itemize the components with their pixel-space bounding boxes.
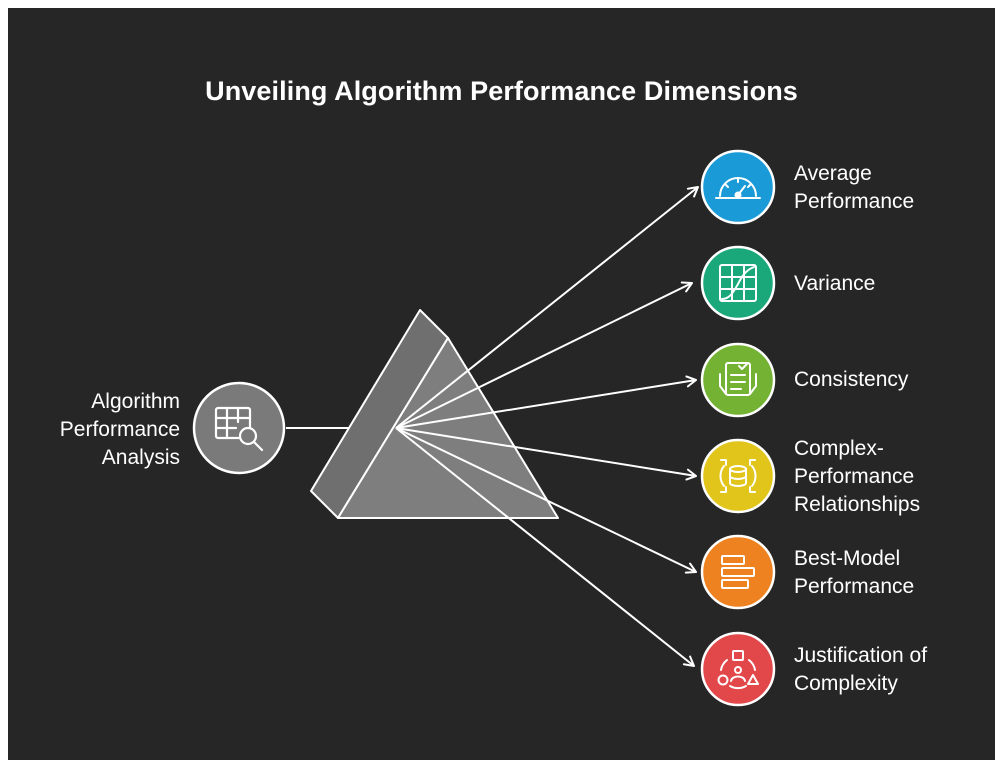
output-circle-average xyxy=(700,149,776,225)
output-ray-variance xyxy=(395,281,693,429)
output-label-complex: Complex- Performance Relationships xyxy=(794,435,994,519)
output-label-average: Average Performance xyxy=(794,160,994,216)
output-rays xyxy=(395,186,699,667)
output-circle-complex xyxy=(700,438,776,514)
speedometer-icon xyxy=(715,177,761,199)
output-node-best-model xyxy=(700,534,776,610)
output-circle-consistency xyxy=(700,342,776,418)
page-title: Unveiling Algorithm Performance Dimensio… xyxy=(205,76,798,106)
output-ray-consistency xyxy=(395,375,697,429)
output-node-complex xyxy=(700,438,776,514)
output-ray-justification xyxy=(395,427,695,667)
output-ray-complex xyxy=(395,427,697,481)
output-label-line: Complex- xyxy=(794,437,884,460)
prism-front-face xyxy=(337,337,559,519)
database-arrows-icon xyxy=(719,459,757,493)
bars-icon xyxy=(721,555,755,589)
table-search-icon xyxy=(214,406,264,452)
output-label-line: Performance xyxy=(794,575,915,598)
output-node-average xyxy=(700,149,776,225)
source-node xyxy=(192,381,286,475)
output-node-justification xyxy=(700,631,776,707)
checklist-icon xyxy=(719,362,757,396)
source-label: Algorithm Performance Analysis xyxy=(30,388,180,472)
output-label-variance: Variance xyxy=(794,270,994,298)
output-ray-best-model xyxy=(395,427,697,574)
output-label-line: Average xyxy=(794,162,872,185)
output-label-line: Performance xyxy=(794,190,915,213)
output-label-line: Justification of xyxy=(794,644,928,667)
grid-chart-icon xyxy=(719,264,757,302)
output-ray-average xyxy=(395,186,699,429)
output-label-line: Complexity xyxy=(794,672,898,695)
output-node-consistency xyxy=(700,342,776,418)
prism xyxy=(310,309,559,519)
output-node-variance xyxy=(700,245,776,321)
output-circle-justification xyxy=(700,631,776,707)
output-label-line: Relationships xyxy=(794,493,921,516)
diagram-frame: Unveiling Algorithm Performance Dimensio… xyxy=(8,8,995,760)
output-label-justification: Justification of Complexity xyxy=(794,642,994,698)
source-circle xyxy=(192,381,286,475)
source-label-line: Algorithm xyxy=(91,390,180,413)
source-label-line: Performance xyxy=(59,418,180,441)
output-label-best-model: Best-Model Performance xyxy=(794,545,994,601)
prism-diagram xyxy=(192,149,776,707)
output-label-consistency: Consistency xyxy=(794,366,994,394)
output-circle-best-model xyxy=(700,534,776,610)
output-label-line: Consistency xyxy=(794,368,909,391)
source-label-line: Analysis xyxy=(101,446,180,469)
output-label-line: Performance xyxy=(794,465,915,488)
shapes-cycle-icon xyxy=(717,650,759,690)
output-label-line: Best-Model xyxy=(794,547,901,570)
output-label-line: Variance xyxy=(794,272,876,295)
